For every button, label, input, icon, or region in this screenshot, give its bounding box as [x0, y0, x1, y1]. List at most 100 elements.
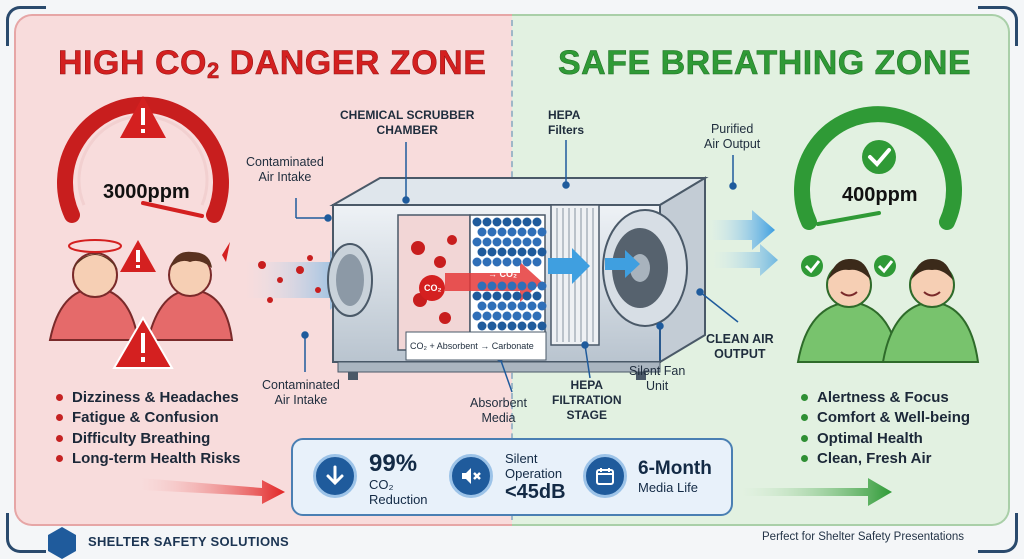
absorbent-bead — [512, 311, 522, 321]
absorbent-bead — [502, 217, 512, 227]
absorbent-bead — [537, 227, 547, 237]
absorbent-bead — [477, 281, 487, 291]
absorbent-bead — [492, 291, 502, 301]
feature-co2-reduction: 99% CO₂ Reduction — [369, 450, 428, 508]
bullet-dot — [801, 455, 808, 463]
mute-speaker-icon — [449, 454, 493, 498]
absorbent-bead — [487, 301, 497, 311]
brand-logo — [48, 527, 76, 559]
absorbent-bead — [527, 281, 537, 291]
absorbent-bead — [522, 311, 532, 321]
absorbent-bead — [517, 321, 527, 331]
benefits-list: Alertness & Focus Comfort & Well-being O… — [801, 387, 970, 469]
absorbent-bead — [532, 291, 542, 301]
absorbent-bead — [477, 301, 487, 311]
absorbent-bead — [537, 321, 547, 331]
list-item: Long-term Health Risks — [56, 449, 240, 470]
absorbent-bead — [522, 291, 532, 301]
bullet-dot — [56, 393, 63, 401]
co2-arrow-label: → CO₂ — [488, 269, 517, 279]
bullet-dot — [56, 434, 63, 442]
purified-air-flow — [706, 210, 778, 276]
bullet-dot — [56, 455, 63, 463]
absorbent-bead — [472, 311, 482, 321]
list-item: Clean, Fresh Air — [801, 449, 970, 470]
bullet-dot — [56, 414, 63, 422]
absorbent-bead — [487, 281, 497, 291]
absorbent-bead — [482, 311, 492, 321]
absorbent-bead — [482, 237, 492, 247]
absorbent-bead — [507, 281, 517, 291]
absorbent-bead — [482, 291, 492, 301]
list-item: Fatigue & Confusion — [56, 408, 240, 429]
feature-bar: 99% CO₂ Reduction Silent Operation <45dB… — [291, 438, 733, 516]
frame-corner — [978, 6, 1018, 46]
distressed-people-illustration — [48, 239, 234, 369]
absorbent-bead — [537, 301, 547, 311]
danger-flow-arrow — [140, 478, 285, 504]
absorbent-bead — [517, 281, 527, 291]
absorbent-bead — [472, 257, 482, 267]
absorbent-bead — [517, 247, 527, 257]
callout-leaders — [295, 140, 739, 393]
symptoms-list: Dizziness & Headaches Fatigue & Confusio… — [56, 387, 240, 469]
absorbent-bead — [537, 281, 547, 291]
co2-molecule-label: CO₂ — [424, 283, 442, 293]
brand-name: SHELTER SAFETY SOLUTIONS — [88, 533, 290, 549]
danger-gauge — [57, 96, 229, 223]
silent-fan-unit — [602, 209, 688, 327]
calendar-icon — [583, 454, 627, 498]
absorbent-bead — [487, 247, 497, 257]
absorbent-bead — [527, 301, 537, 311]
hepa-filter-stage — [548, 204, 600, 346]
absorbent-bead — [532, 237, 542, 247]
absorbent-bead — [482, 217, 492, 227]
absorbent-bead — [512, 291, 522, 301]
absorbent-bead — [477, 227, 487, 237]
absorbent-bead — [497, 281, 507, 291]
frame-corner — [6, 513, 46, 553]
reaction-label-box — [405, 331, 547, 361]
list-item: Optimal Health — [801, 428, 970, 449]
absorbent-bead — [492, 311, 502, 321]
absorbent-bead — [497, 227, 507, 237]
safe-gauge-value: 400ppm — [842, 184, 918, 206]
absorbent-bead — [527, 247, 537, 257]
list-item: Dizziness & Headaches — [56, 387, 240, 408]
list-item: Comfort & Well-being — [801, 408, 970, 429]
frame-corner — [6, 6, 46, 46]
list-item: Alertness & Focus — [801, 387, 970, 408]
absorbent-bead — [507, 301, 517, 311]
absorbent-bead — [512, 257, 522, 267]
brand: SHELTER SAFETY SOLUTIONS — [54, 527, 289, 555]
absorbent-bead — [522, 217, 532, 227]
absorbent-bead — [497, 247, 507, 257]
bullet-dot — [801, 414, 808, 422]
absorbent-bead — [497, 321, 507, 331]
feature-media-life: 6-Month Media Life — [638, 458, 712, 495]
reaction-label: CO₂ + Absorbent → Carbonate — [410, 341, 534, 351]
absorbent-bead — [522, 237, 532, 247]
shield-logo-icon — [54, 527, 82, 555]
absorbent-bead — [517, 301, 527, 311]
absorbent-bead — [492, 217, 502, 227]
danger-gauge-value: 3000ppm — [103, 181, 190, 203]
absorbent-bead — [527, 227, 537, 237]
absorbent-bead — [532, 257, 542, 267]
absorbent-bead — [522, 257, 532, 267]
down-arrow-icon — [313, 454, 357, 498]
frame-corner — [978, 513, 1018, 553]
absorbent-bead — [512, 217, 522, 227]
absorbent-bead — [492, 237, 502, 247]
list-item: Difficulty Breathing — [56, 428, 240, 449]
absorbent-bead — [487, 321, 497, 331]
absorbent-bead — [527, 321, 537, 331]
